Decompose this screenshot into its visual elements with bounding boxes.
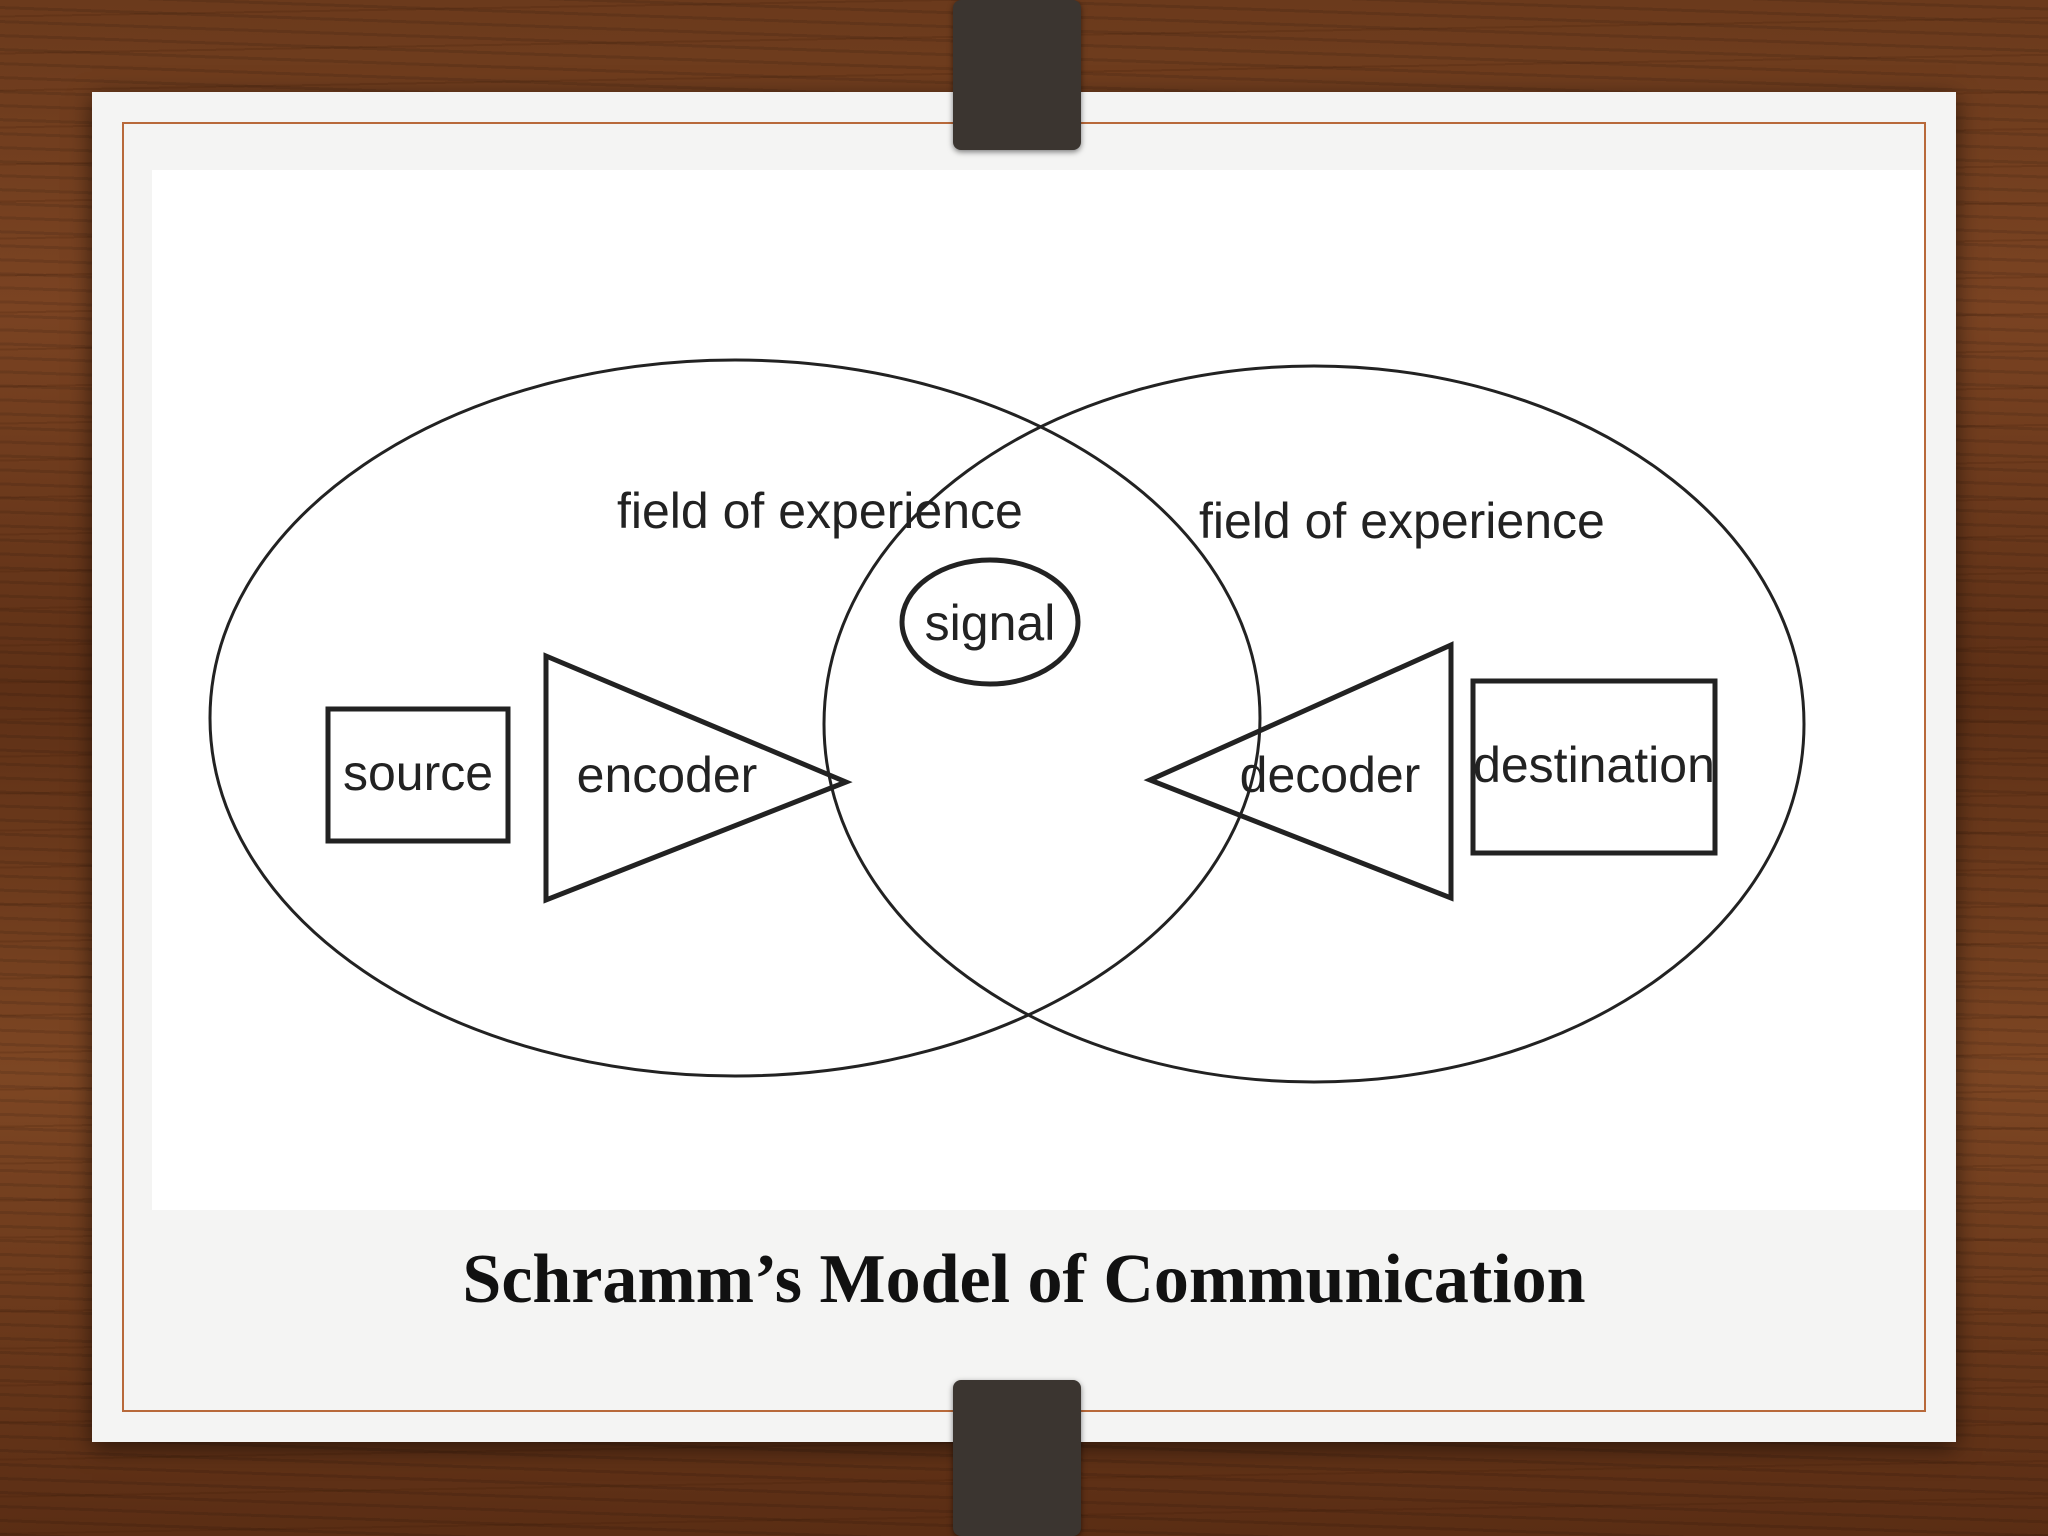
signal-label: signal bbox=[925, 595, 1056, 651]
decoder-triangle bbox=[1143, 641, 1454, 902]
encoder-label: encoder bbox=[577, 747, 758, 803]
slide-card: field of experience field of experience … bbox=[92, 92, 1956, 1442]
destination-box bbox=[1470, 678, 1718, 856]
signal-ellipse bbox=[899, 557, 1081, 687]
decoder-label: decoder bbox=[1240, 747, 1421, 803]
left-field-ellipse bbox=[208, 358, 1262, 1078]
schramm-diagram: field of experience field of experience … bbox=[208, 358, 1806, 1084]
right-field-ellipse bbox=[822, 364, 1806, 1084]
left-field-label: field of experience bbox=[617, 483, 1023, 539]
destination-label: destination bbox=[1473, 737, 1715, 793]
source-box bbox=[325, 706, 511, 844]
encoder-triangle bbox=[543, 652, 853, 904]
bottom-clip bbox=[953, 1380, 1081, 1536]
top-clip bbox=[953, 0, 1081, 150]
diagram-area: field of experience field of experience … bbox=[152, 170, 1924, 1210]
source-label: source bbox=[343, 745, 493, 801]
slide-caption: Schramm’s Model of Communication bbox=[462, 1241, 1586, 1318]
right-field-label: field of experience bbox=[1199, 493, 1605, 549]
